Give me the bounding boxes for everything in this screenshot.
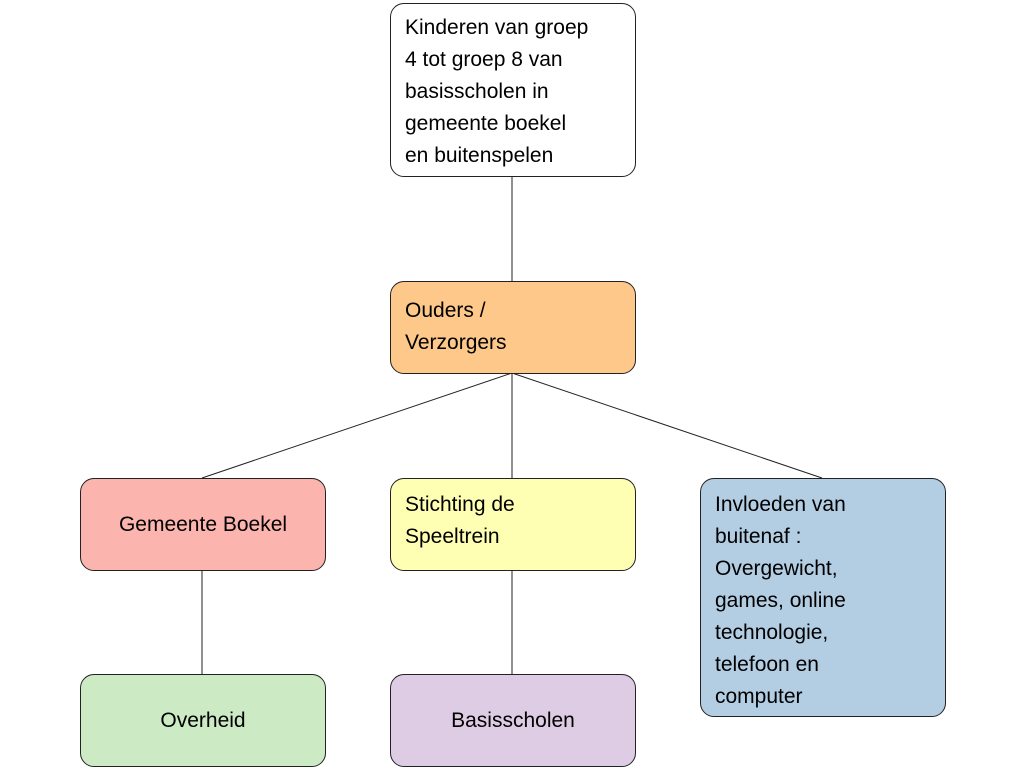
node-text-line: Ouders / [405,299,486,322]
node-invloeden: Invloeden van buitenaf : Overgewicht, games… [700,478,946,717]
connector-ouders-invloeden [511,372,823,479]
node-text-line: Stichting de [405,493,515,516]
node-text-line: Invloeden van [715,493,846,516]
node-text-line: telefoon en [715,653,819,676]
node-text-line: gemeente boekel [405,112,567,135]
node-text-line: Gemeente Boekel [118,512,288,536]
node-text-line: basisscholen in [405,80,549,103]
node-overheid: Overheid [80,674,326,767]
node-ouders-verzorgers: Ouders / Verzorgers [390,281,636,374]
node-text-line: computer [715,685,803,708]
node-text-line: 4 tot groep 8 van [405,48,563,71]
node-basisscholen: Basisscholen [390,674,636,767]
connector-ouders-gemeente [201,372,513,479]
node-text-line: Kinderen van groep [405,16,589,39]
node-text-line: technologie, [715,621,829,644]
node-text-line: Overgewicht, [715,557,838,580]
node-text-line: Overheid [160,708,246,732]
node-text-line: Speeltrein [405,525,500,548]
node-text-line: buitenaf : [715,525,802,548]
node-text-line: games, online [715,589,846,612]
node-text-line: en buitenspelen [405,144,554,167]
node-text-line: Basisscholen [451,708,575,732]
node-kinderen: Kinderen van groep 4 tot groep 8 van basis… [390,3,636,177]
node-stichting-speeltrein: Stichting de Speeltrein [390,478,636,571]
node-gemeente-boekel: Gemeente Boekel [80,478,326,571]
node-text-line: Verzorgers [405,331,507,354]
